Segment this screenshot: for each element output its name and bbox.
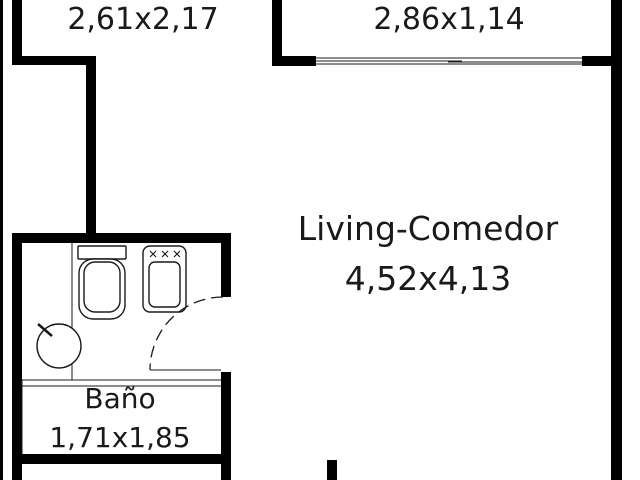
wall-top-left-room-bottom <box>12 56 96 65</box>
living-room-name: Living-Comedor <box>297 209 559 248</box>
room-top-left-dims: 2,61x2,17 <box>67 2 219 37</box>
bath-room-name: Baño <box>84 382 156 415</box>
wall-bath-left <box>12 233 22 480</box>
wall-corridor-right <box>86 56 96 236</box>
shower-icon <box>36 323 82 369</box>
wall-bath-right-upper <box>221 233 231 297</box>
window <box>316 57 582 65</box>
living-room-dims: 4,52x4,13 <box>344 259 512 298</box>
bidet-icon <box>142 245 187 313</box>
wall-top-right-room-bottom-right <box>582 56 612 66</box>
wall-right <box>611 0 622 480</box>
wall-top-right-room-bottom-left <box>272 56 316 66</box>
wall-stub-bottom <box>327 460 337 480</box>
wall-left-outer <box>0 0 3 480</box>
walls <box>0 0 622 480</box>
wall-top-right-room-left <box>272 0 282 66</box>
door-swing-icon <box>149 296 224 371</box>
wall-bath-top <box>12 233 231 243</box>
room-top-right-dims: 2,86x1,14 <box>373 2 525 37</box>
wall-top-left-room-left <box>12 0 22 62</box>
wall-bath-bottom <box>12 454 231 464</box>
toilet-icon <box>77 245 127 320</box>
wall-bath-right-lower <box>221 372 231 480</box>
bath-room-dims: 1,71x1,85 <box>49 421 191 454</box>
